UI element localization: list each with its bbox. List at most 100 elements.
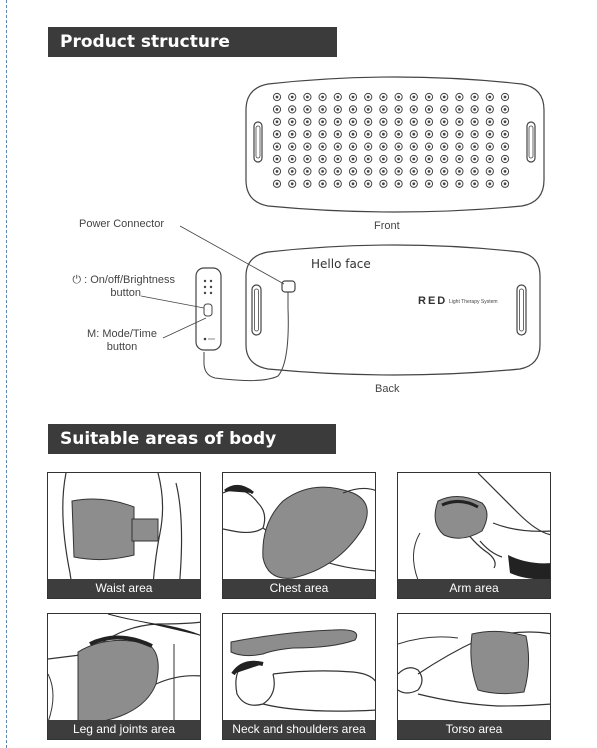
led-dot [288, 167, 297, 176]
led-dot-center [427, 157, 431, 161]
led-dot [379, 179, 388, 188]
led-dot-center [442, 132, 446, 136]
led-dot [348, 117, 358, 126]
led-dot [394, 167, 403, 176]
led-dot-center [503, 108, 507, 111]
led-dot-center [290, 170, 294, 173]
led-dot-center [382, 132, 385, 136]
led-dot-center [397, 108, 400, 111]
led-dot-center [275, 108, 279, 111]
led-dot [470, 117, 479, 126]
led-dot-center [412, 95, 416, 99]
led-dot [288, 179, 297, 188]
led-dot-center [488, 170, 492, 173]
led-dot-center [397, 120, 400, 124]
led-dot [409, 142, 418, 151]
area-caption: Torso area [398, 720, 550, 739]
led-dot-center [442, 120, 446, 124]
mode-label-line2: button [106, 341, 138, 353]
section-title-structure: Product structure [48, 27, 337, 57]
led-dot-center [473, 95, 476, 99]
led-dot-center [412, 170, 416, 173]
led-dot-center [366, 182, 370, 186]
led-dot-center [427, 132, 431, 136]
led-dot-center [306, 170, 309, 173]
led-dot-center [503, 170, 507, 173]
led-dot-center [275, 170, 279, 173]
led-dot [318, 92, 327, 102]
led-dot [409, 130, 418, 139]
led-dot-center [336, 108, 340, 111]
led-dot-center [306, 95, 309, 99]
led-dot-center [473, 170, 476, 173]
led-dot [318, 105, 327, 114]
section-title-areas: Suitable areas of body [48, 424, 336, 454]
front-right-slot [526, 121, 536, 163]
led-dot-center [427, 145, 431, 149]
areas-title-text: Suitable areas of body [60, 429, 277, 449]
led-dot [424, 105, 434, 114]
led-dot-center [366, 132, 370, 136]
back-label: Back [375, 383, 400, 395]
led-dot-center [488, 108, 492, 111]
led-dot-center [473, 145, 476, 149]
led-dot-center [336, 170, 340, 173]
led-dot [303, 167, 312, 176]
led-dot-center [306, 145, 309, 149]
led-dot-center [503, 157, 507, 161]
led-dot [348, 105, 358, 114]
led-dot [424, 154, 434, 164]
led-dot [455, 117, 464, 126]
led-dot-center [458, 170, 461, 173]
led-dot-center [366, 95, 370, 99]
led-dot [272, 105, 282, 114]
back-left-slot [251, 284, 262, 336]
area-panel-neck: Neck and shoulders area [222, 613, 376, 740]
led-dot-center [503, 120, 507, 124]
onoff-label-line2: button [110, 287, 141, 299]
product-structure-diagram [140, 76, 545, 382]
led-dot-center [382, 145, 385, 149]
led-dot [394, 142, 403, 151]
led-dot-center [458, 157, 461, 161]
area-caption: Neck and shoulders area [223, 720, 375, 739]
area-caption: Arm area [398, 579, 550, 598]
led-dot-center [306, 120, 309, 124]
led-dot [485, 179, 494, 188]
led-dot-center [321, 120, 324, 124]
led-dot-center [397, 145, 400, 149]
area-panel-leg: Leg and joints area [47, 613, 201, 740]
led-dot [470, 154, 479, 164]
led-dot [303, 105, 312, 114]
led-dot-center [473, 120, 476, 124]
led-dot-center [306, 157, 309, 161]
led-dot-center [321, 182, 324, 186]
system-text: Light Therapy System [449, 299, 498, 305]
led-dot-center [427, 120, 431, 124]
led-dot [500, 167, 510, 176]
led-dot [440, 142, 449, 151]
chest-illustration [223, 485, 375, 579]
led-dot-center [336, 95, 340, 99]
led-dot [348, 130, 358, 139]
led-dot [288, 142, 297, 151]
front-left-slot [253, 121, 263, 163]
led-dot [394, 92, 403, 102]
led-dot-center [366, 157, 370, 161]
led-dot [424, 167, 434, 176]
led-dot-center [336, 120, 340, 124]
led-dot [500, 154, 510, 164]
led-dot-center [412, 157, 416, 161]
led-dot-center [473, 182, 476, 186]
led-dot-center [351, 145, 355, 149]
led-dot-center [458, 120, 461, 124]
led-dot [364, 154, 373, 164]
led-dot-center [275, 157, 279, 161]
led-dot [485, 117, 494, 126]
led-dot-center [336, 182, 340, 186]
led-dot [424, 142, 434, 151]
led-dot-center [488, 95, 492, 99]
led-dot [303, 92, 312, 102]
led-dot-center [427, 170, 431, 173]
led-dot [485, 142, 494, 151]
